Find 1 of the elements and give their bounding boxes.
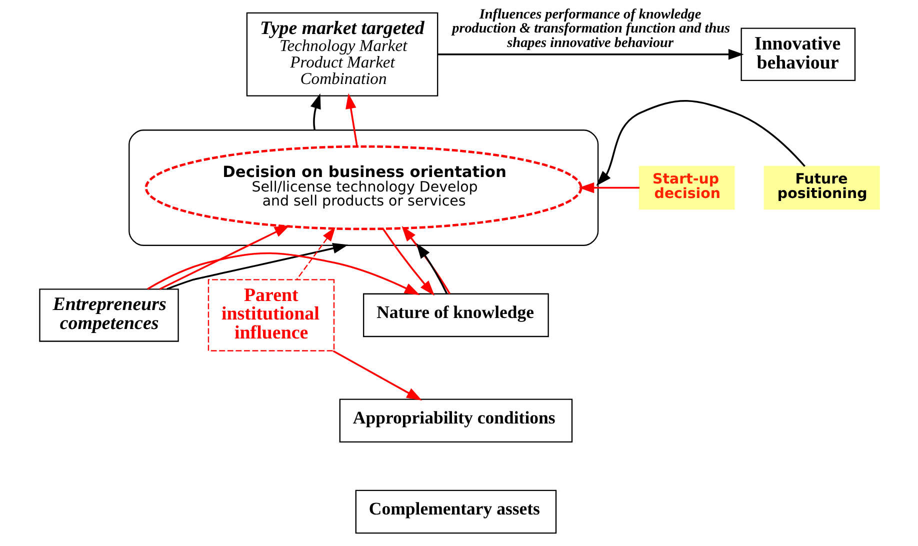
edge-label: Influences performance of knowledge production & transformation function and thus shapes innovative behaviour	[452, 6, 730, 51]
